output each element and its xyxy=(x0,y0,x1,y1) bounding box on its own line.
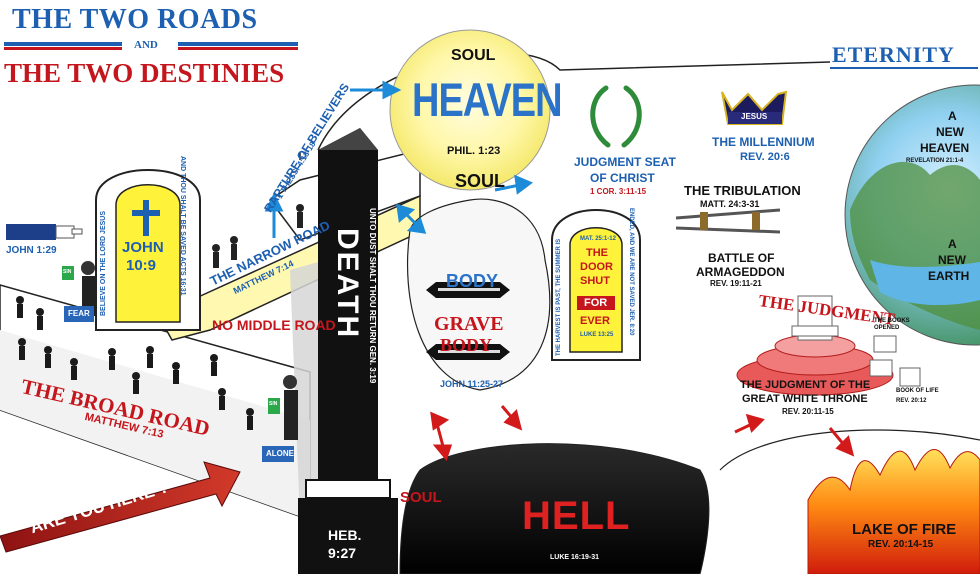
walker-alone xyxy=(262,375,298,462)
title-bar-left-red xyxy=(4,47,122,50)
shut-door-verse: LUKE 13:25 xyxy=(580,332,614,338)
heaven-label: HEAVEN xyxy=(412,74,563,128)
title-line-1: THE TWO ROADS xyxy=(12,4,258,35)
heaven-circle xyxy=(389,29,551,191)
title-bar-left xyxy=(4,42,122,46)
title-bar-right xyxy=(178,42,298,46)
door-ref: JOHN 1:29 xyxy=(6,245,57,256)
heaven-soul-top: SOUL xyxy=(451,47,496,64)
title-and: AND xyxy=(134,39,158,51)
millennium-verse: REV. 20:6 xyxy=(740,151,790,163)
heaven-verse: PHIL. 1:23 xyxy=(447,145,501,157)
arrows-blue xyxy=(264,80,533,238)
armageddon-verse: REV. 19:11-21 xyxy=(710,279,762,288)
walker-fear xyxy=(64,261,96,322)
judgment-seat-line-1: JUDGMENT SEAT xyxy=(574,155,676,169)
death-label: DEATH xyxy=(331,228,364,340)
sin-sign-2 xyxy=(268,398,280,414)
judgment-seat-line-2: OF CHRIST xyxy=(590,171,655,185)
death-monument xyxy=(298,128,398,574)
swords xyxy=(675,208,781,234)
new-heaven-word: HEAVEN xyxy=(920,141,970,155)
new-heaven-a: A xyxy=(948,109,957,123)
crown xyxy=(721,90,788,125)
salvation-door xyxy=(95,169,201,331)
soul-low-label: SOUL xyxy=(400,489,442,506)
shut-door-ever: EVER xyxy=(580,315,610,327)
tribulation-label: THE TRIBULATION xyxy=(684,183,801,198)
shut-door-top-verse: MAT. 25:1-12 xyxy=(580,236,616,242)
shut-door-line-1: THE xyxy=(586,247,608,259)
walkers-broad xyxy=(16,296,254,430)
shut-door-line-3: SHUT xyxy=(580,275,610,287)
books xyxy=(869,335,921,387)
lake-of-fire-label: LAKE OF FIRE xyxy=(852,521,957,538)
walkers-narrow xyxy=(212,204,304,268)
eternity-label: ETERNITY xyxy=(832,42,955,67)
no-middle-road-label: NO MIDDLE ROAD xyxy=(212,317,336,333)
are-you-here-arrow xyxy=(0,461,241,553)
arrows-red xyxy=(430,405,855,462)
sin-sign-1 xyxy=(62,266,74,280)
lake-of-fire-rim xyxy=(719,429,980,471)
lake-of-fire xyxy=(807,449,980,574)
shut-door xyxy=(551,209,641,361)
globe-water xyxy=(870,260,980,306)
coffin-2 xyxy=(426,344,510,360)
hell-verse: LUKE 16:19-31 xyxy=(550,554,600,561)
shut-door-left-text: THE HARVEST IS PAST, THE SUMMER IS xyxy=(556,238,562,356)
new-heaven-new: NEW xyxy=(936,125,964,139)
pointing-hand-icon xyxy=(6,224,83,240)
millennium-label: THE MILLENNIUM xyxy=(712,135,815,149)
door-left-text: BELIEVE ON THE LORD JESUS xyxy=(100,210,107,316)
white-throne xyxy=(736,295,894,396)
grave-verse: JOHN 11:25-27 xyxy=(440,379,504,389)
body-label-1: BODY xyxy=(446,271,499,291)
fear-sign: FEAR xyxy=(68,309,90,318)
alone-sign: ALONE xyxy=(266,449,294,458)
new-creation-verse: REVELATION 21:1-4 xyxy=(906,158,964,164)
coffin-1 xyxy=(426,282,510,298)
lake-of-fire-verse: REV. 20:14-15 xyxy=(868,539,934,550)
title-bar-right-red xyxy=(178,47,298,50)
shut-door-right-text: ENDED, AND WE ARE NOT SAVED JER. 8:20 xyxy=(628,208,634,336)
shut-door-line-2: DOOR xyxy=(580,261,613,273)
door-center-line-2: 10:9 xyxy=(126,257,157,274)
throne-line-1: THE JUDGMENT OF THE xyxy=(740,379,871,391)
armageddon-line-2: ARMAGEDDON xyxy=(696,265,785,279)
death-base-line-2: 9:27 xyxy=(328,545,357,561)
laurel-wreath xyxy=(590,85,642,148)
death-side-text: UNTO DUST SHALT THOU RETURN GEN. 3:19 xyxy=(368,208,377,384)
death-base-line-1: HEB. xyxy=(328,527,362,543)
globe-trees xyxy=(850,161,980,330)
heaven-soul-bottom: SOUL xyxy=(455,171,506,191)
new-earth-a: A xyxy=(948,237,957,251)
judgment-seat-verse: 1 COR. 3:11-15 xyxy=(590,187,647,196)
book-verse: REV. 20:12 xyxy=(896,398,927,404)
books-opened-label: THE BOOKS OPENED xyxy=(874,318,910,331)
throne-verse: REV. 20:11-15 xyxy=(782,407,834,416)
sin-sign-1-label: SIN xyxy=(63,269,72,275)
hell-label: HELL xyxy=(522,494,631,538)
book-of-life-label: BOOK OF LIFE xyxy=(896,388,939,394)
door-right-text: AND THOU SHALT BE SAVED ACTS 16:31 xyxy=(179,156,186,296)
crown-label: JESUS xyxy=(741,112,768,121)
armageddon-line-1: BATTLE OF xyxy=(708,251,775,265)
new-earth-word: EARTH xyxy=(928,269,970,283)
new-earth-new: NEW xyxy=(938,253,966,267)
throne-line-2: GREAT WHITE THRONE xyxy=(742,393,868,405)
tribulation-verse: MATT. 24:3-31 xyxy=(700,199,760,209)
door-center-line-1: JOHN xyxy=(122,239,164,256)
title-line-2: THE TWO DESTINIES xyxy=(4,58,285,88)
hell-pit xyxy=(399,443,710,574)
body-label-2: BODY xyxy=(440,335,493,355)
grave-label: GRAVE xyxy=(434,313,504,335)
shut-door-for: FOR xyxy=(584,297,608,309)
sin-sign-2-label: SIN xyxy=(269,401,278,407)
